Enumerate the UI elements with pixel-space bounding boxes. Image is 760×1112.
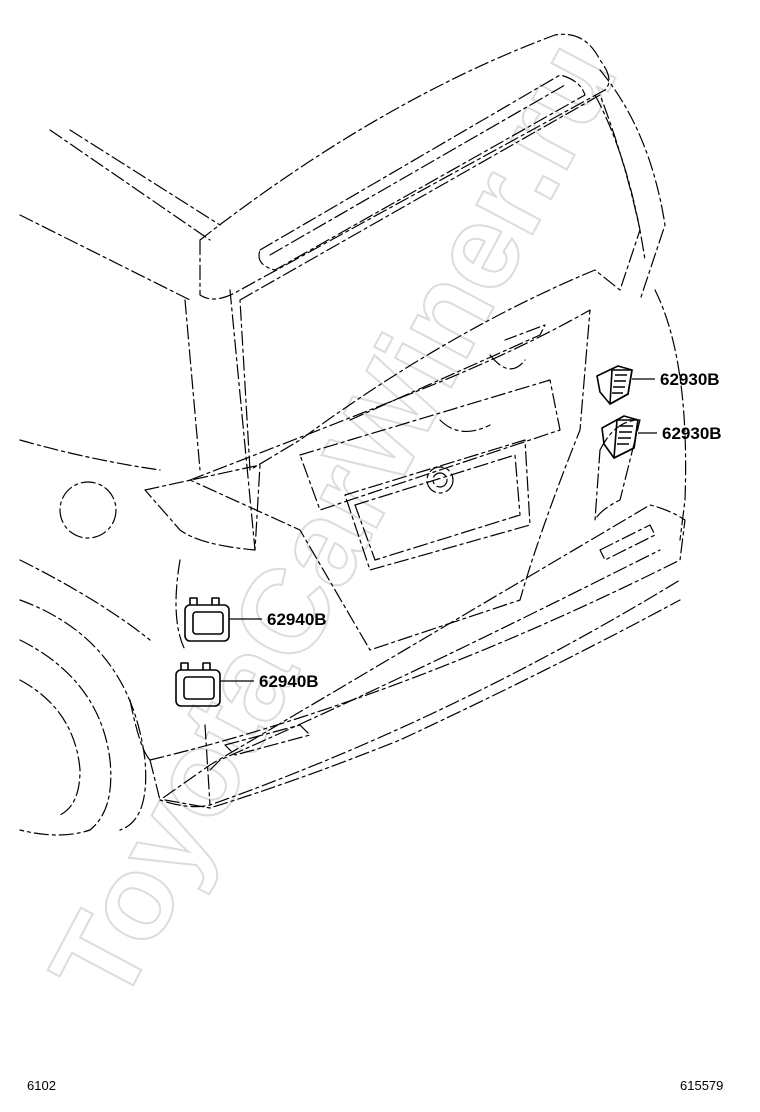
footer-left-code: 6102 <box>27 1078 56 1093</box>
handle-area <box>439 419 491 432</box>
part-62930b-upper: 62930B <box>596 365 720 405</box>
right-quarter <box>654 289 687 541</box>
socket-62940b-upper-tabs <box>189 597 220 605</box>
watermark: ToyotaCarWiner.ru <box>24 19 644 1023</box>
rear-bumper <box>149 504 686 808</box>
high-mount-stop-lamp <box>258 74 586 271</box>
tailgate-garnish <box>299 379 561 511</box>
socket-62940b-lower-tabs <box>180 662 211 670</box>
rear-wheel-inner <box>19 679 81 816</box>
spoiler <box>199 33 610 300</box>
rear-wheel-arch <box>19 599 147 831</box>
socket-62930b-upper-face <box>609 369 633 405</box>
part-62940b-upper: 62940B <box>184 597 327 642</box>
part-label-62930b-lower: 62930B <box>662 424 722 443</box>
part-62940b-lower: 62940B <box>175 662 319 707</box>
roof-line-mid <box>69 129 221 226</box>
socket-62940b-upper-face <box>192 611 224 635</box>
bumper-lower <box>164 599 681 809</box>
roof-line-lower <box>19 214 191 301</box>
wiper-arm <box>349 324 546 421</box>
bumper-reflector-left <box>224 724 311 756</box>
socket-62930b-upper-ribs <box>612 374 627 394</box>
left-quarter-line <box>175 559 186 651</box>
part-label-62940b-upper: 62940B <box>267 610 327 629</box>
watermark-text: ToyotaCarWiner.ru <box>25 20 643 1022</box>
socket-62930b-lower-ribs <box>617 425 633 445</box>
license-plate-inner <box>354 454 521 561</box>
socket-62940b-lower-face <box>183 676 215 700</box>
right-tail-lamp <box>594 419 641 521</box>
part-label-62930b-upper: 62930B <box>660 370 720 389</box>
fuel-lid <box>59 481 117 539</box>
bumper-step <box>209 549 661 771</box>
socket-62930b-lower-face <box>613 419 639 459</box>
bumper-reflector-right <box>599 524 656 561</box>
emblem <box>426 466 454 494</box>
tailgate <box>189 309 591 651</box>
vehicle-outline <box>19 33 687 836</box>
right-pillar-inner <box>594 94 646 261</box>
roof-line-upper <box>49 129 211 241</box>
left-pillar <box>184 299 201 471</box>
socket-62940b-upper-body <box>184 604 230 642</box>
wiper-blade <box>489 354 526 370</box>
license-plate-recess <box>344 439 531 571</box>
high-mount-stop-lamp-inner <box>269 84 566 256</box>
part-62930b-lower: 62930B <box>601 415 722 459</box>
lower-left-body <box>129 699 151 761</box>
bumper-vertical-left <box>204 724 211 806</box>
left-body-side-lower <box>19 559 151 641</box>
bumper-corner-left <box>149 759 161 801</box>
left-pillar-inner <box>229 289 256 551</box>
emblem-inner <box>432 472 448 488</box>
socket-62930b-upper-body <box>596 365 633 405</box>
right-pillar <box>599 69 666 301</box>
part-label-62940b-lower: 62940B <box>259 672 319 691</box>
socket-62940b-lower-body <box>175 669 221 707</box>
left-tail-lamp <box>144 464 261 551</box>
footer-right-code: 615579 <box>680 1078 723 1093</box>
left-body-side <box>19 439 161 471</box>
rear-wheel <box>19 639 112 836</box>
